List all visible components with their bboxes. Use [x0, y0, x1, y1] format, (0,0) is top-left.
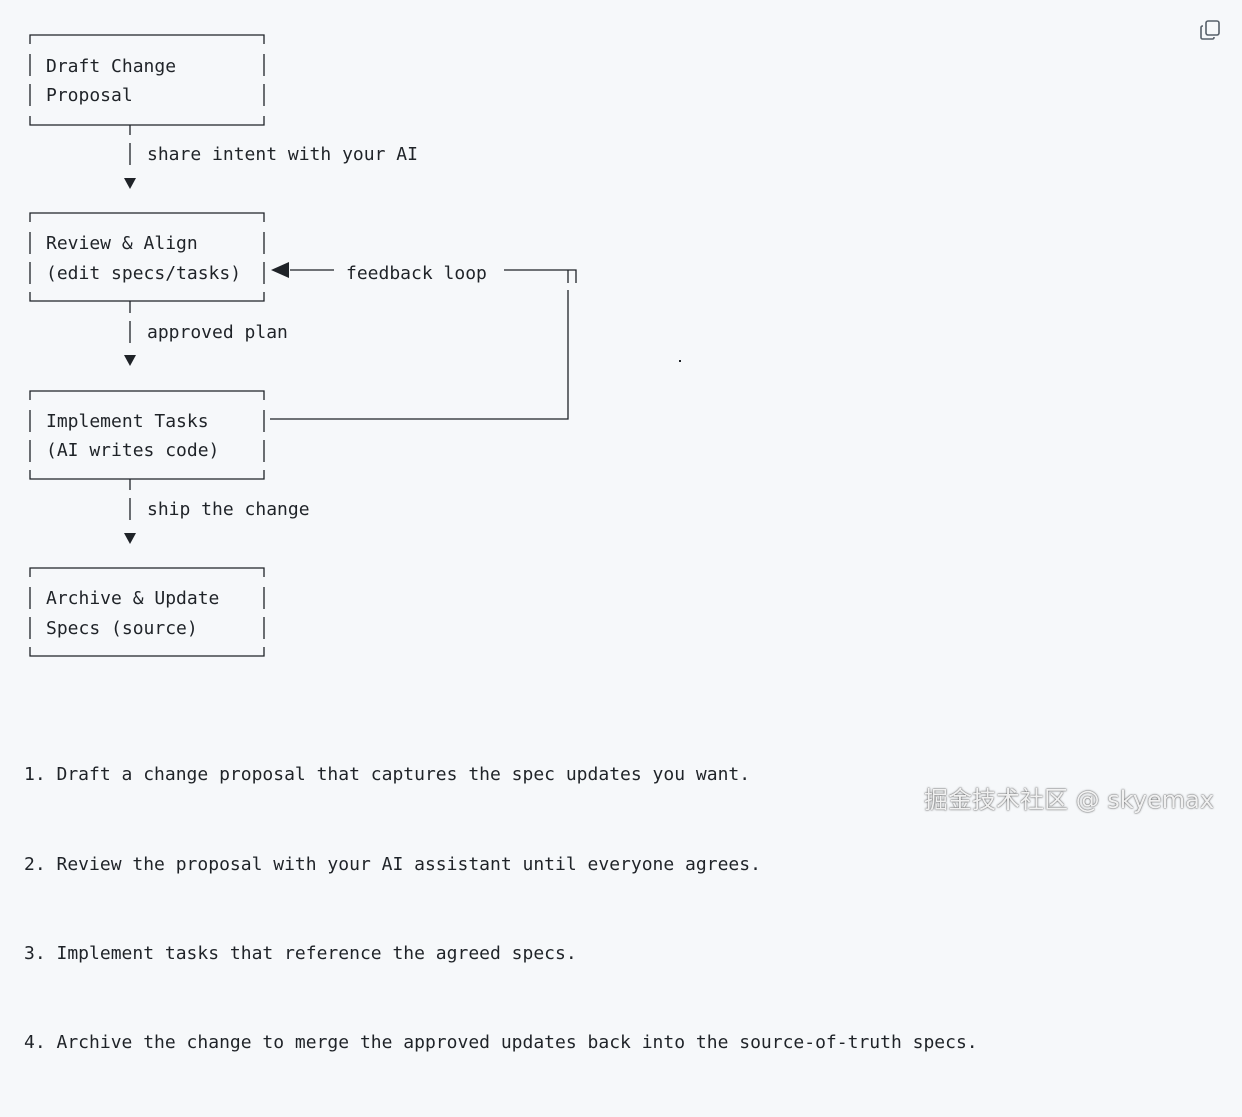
edge-ship-change-label: ship the change: [147, 499, 310, 520]
node-review-line-2: (edit specs/tasks): [46, 263, 241, 284]
edge-share-intent-label: share intent with your AI: [147, 144, 418, 165]
node-implement: Implement Tasks (AI writes code): [29, 390, 265, 480]
edge-approved-plan: approved plan: [124, 301, 288, 366]
arrow-down-icon: [124, 355, 136, 366]
step-item: 2. Review the proposal with your AI assi…: [24, 853, 761, 875]
node-implement-line-2: (AI writes code): [46, 440, 219, 461]
step-item: 4. Archive the change to merge the appro…: [24, 1031, 978, 1053]
node-review: Review & Align (edit specs/tasks): [29, 212, 265, 302]
node-draft: Draft Change Proposal: [29, 34, 265, 126]
arrow-down-icon: [124, 178, 136, 189]
node-implement-line-1: Implement Tasks: [46, 411, 209, 432]
node-archive: Archive & Update Specs (source): [29, 567, 265, 657]
edge-approved-plan-label: approved plan: [147, 322, 288, 343]
edge-feedback-loop: feedback loop: [270, 262, 577, 420]
step-item: 3. Implement tasks that reference the ag…: [24, 942, 577, 964]
node-draft-line-2: Proposal: [46, 85, 133, 106]
edge-share-intent: share intent with your AI: [124, 125, 418, 189]
edge-ship-change: ship the change: [124, 479, 310, 544]
arrow-left-icon: [271, 262, 289, 278]
edge-feedback-loop-label: feedback loop: [346, 263, 487, 284]
code-block: Draft Change Proposal Review & Align (ed…: [24, 14, 1226, 1053]
arrow-down-icon: [124, 533, 136, 544]
node-review-line-1: Review & Align: [46, 233, 198, 254]
stray-dot: [679, 360, 681, 362]
watermark: 掘金技术社区 @ skyemax: [924, 786, 1215, 814]
copy-icon: [1200, 20, 1220, 40]
step-item: 1. Draft a change proposal that captures…: [24, 764, 751, 786]
step-list: 1. Draft a change proposal that captures…: [24, 701, 978, 1117]
copy-button[interactable]: [1194, 14, 1226, 46]
node-archive-line-1: Archive & Update: [46, 588, 219, 609]
node-draft-line-1: Draft Change: [46, 56, 176, 77]
node-archive-line-2: Specs (source): [46, 618, 198, 639]
flow-diagram: Draft Change Proposal Review & Align (ed…: [29, 34, 577, 657]
